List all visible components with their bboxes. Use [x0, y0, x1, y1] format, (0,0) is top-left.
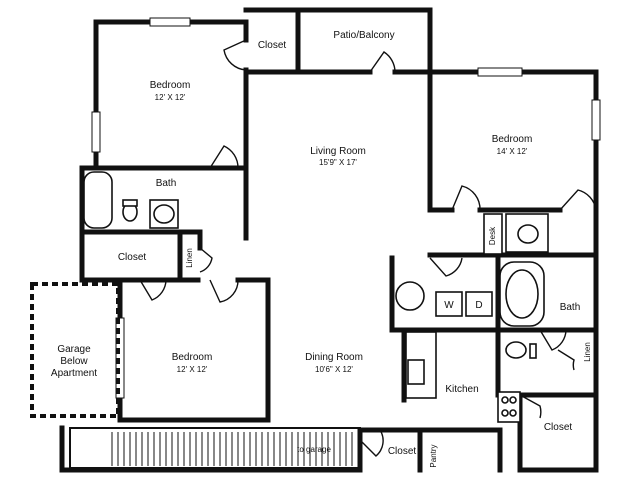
living-room-dims: 15'9" X 17'	[319, 158, 357, 167]
bath-right-label: Bath	[560, 302, 581, 313]
doors	[139, 39, 597, 457]
washer-icon	[435, 291, 463, 317]
garage-label-2: Below	[60, 356, 88, 367]
dryer-label: D	[475, 300, 482, 311]
desk-label: Desk	[488, 226, 497, 245]
closet-right-label: Closet	[544, 422, 573, 433]
desk-icon	[483, 213, 503, 255]
linen-left-label: Linen	[185, 248, 194, 268]
kitchen-sink-icon	[407, 359, 425, 385]
bedroom-right-dims: 14' X 12'	[497, 147, 528, 156]
toilet-icon-right	[505, 341, 527, 359]
fixtures	[83, 171, 549, 423]
bathtub-icon	[83, 171, 113, 229]
dining-room-dims: 10'6" X 12'	[315, 365, 353, 374]
sink-icon-right	[517, 224, 539, 244]
closet-left-label: Closet	[118, 252, 147, 263]
linen-right-label: Linen	[583, 342, 592, 362]
water-heater-icon	[395, 281, 425, 311]
walls	[59, 7, 599, 473]
dryer-icon	[465, 291, 493, 317]
bedroom-right-label: Bedroom	[492, 134, 533, 145]
bedroom-bottom-dims: 12' X 12'	[177, 365, 208, 374]
stove-icon	[497, 391, 521, 423]
closet-bottom-label: Closet	[388, 446, 417, 457]
garage-label-1: Garage	[57, 344, 91, 355]
sink-icon	[153, 204, 175, 224]
bedroom-bottom-label: Bedroom	[172, 352, 213, 363]
closet-top-label: Closet	[258, 40, 287, 51]
pantry-label: Pantry	[429, 444, 438, 467]
garage-label-3: Apartment	[51, 368, 97, 379]
stairs	[69, 427, 361, 469]
room-labels: Bedroom 12' X 12' Closet Patio/Balcony L…	[51, 30, 592, 468]
dining-room-label: Dining Room	[305, 352, 363, 363]
bedroom-top-left-label: Bedroom	[150, 80, 191, 91]
washer-label: W	[444, 300, 454, 311]
stairs-label: to garage	[297, 445, 331, 454]
patio-label: Patio/Balcony	[333, 30, 394, 41]
kitchen-label: Kitchen	[445, 384, 478, 395]
bedroom-top-left-dims: 12' X 12'	[155, 93, 186, 102]
bath-left-label: Bath	[156, 178, 177, 189]
garage-outline	[30, 282, 120, 418]
living-room-label: Living Room	[310, 146, 366, 157]
